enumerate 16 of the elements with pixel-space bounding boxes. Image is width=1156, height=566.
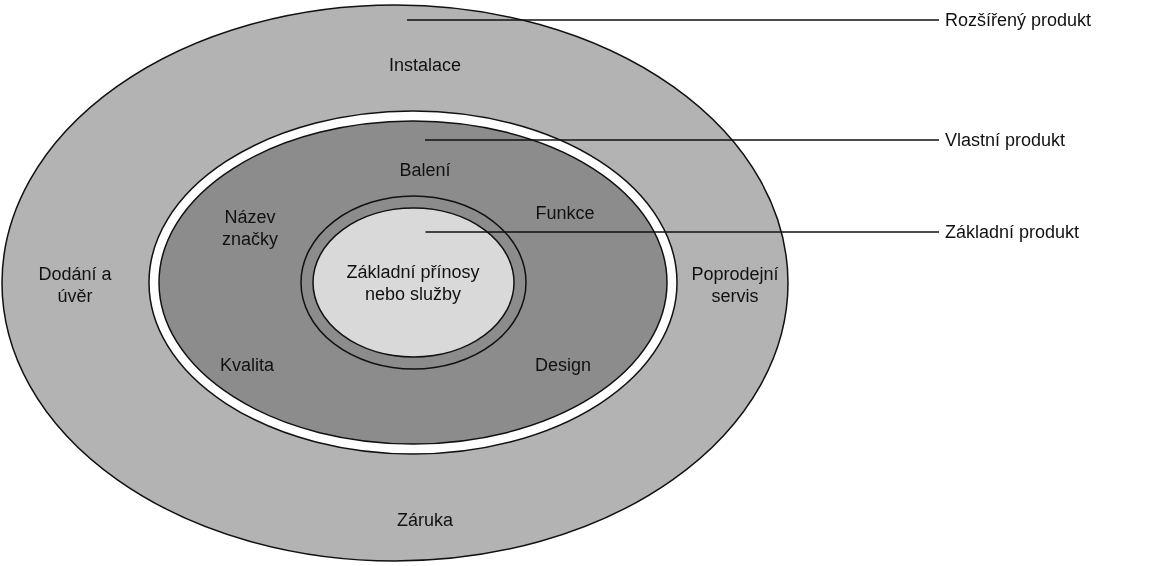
layer-label: Rozšířený produkt bbox=[945, 9, 1092, 31]
ring-label: Název značky bbox=[221, 206, 279, 250]
ring-label: Funkce bbox=[535, 202, 595, 224]
leader-line bbox=[424, 139, 940, 141]
ring-label: Dodání a úvěr bbox=[37, 263, 113, 307]
ring-label: Instalace bbox=[389, 54, 461, 76]
ring-label: Balení bbox=[399, 159, 451, 181]
ring-label: Kvalita bbox=[220, 354, 274, 376]
leader-line bbox=[406, 19, 940, 21]
layer-label: Vlastní produkt bbox=[945, 129, 1066, 151]
ring-label: Záruka bbox=[397, 509, 453, 531]
ring-label: Poprodejní servis bbox=[690, 263, 780, 307]
layer-label: Základní produkt bbox=[945, 221, 1080, 243]
leader-line bbox=[424, 231, 940, 233]
ring-label: Základní přínosy nebo služby bbox=[345, 261, 481, 305]
ring-label: Design bbox=[535, 354, 591, 376]
